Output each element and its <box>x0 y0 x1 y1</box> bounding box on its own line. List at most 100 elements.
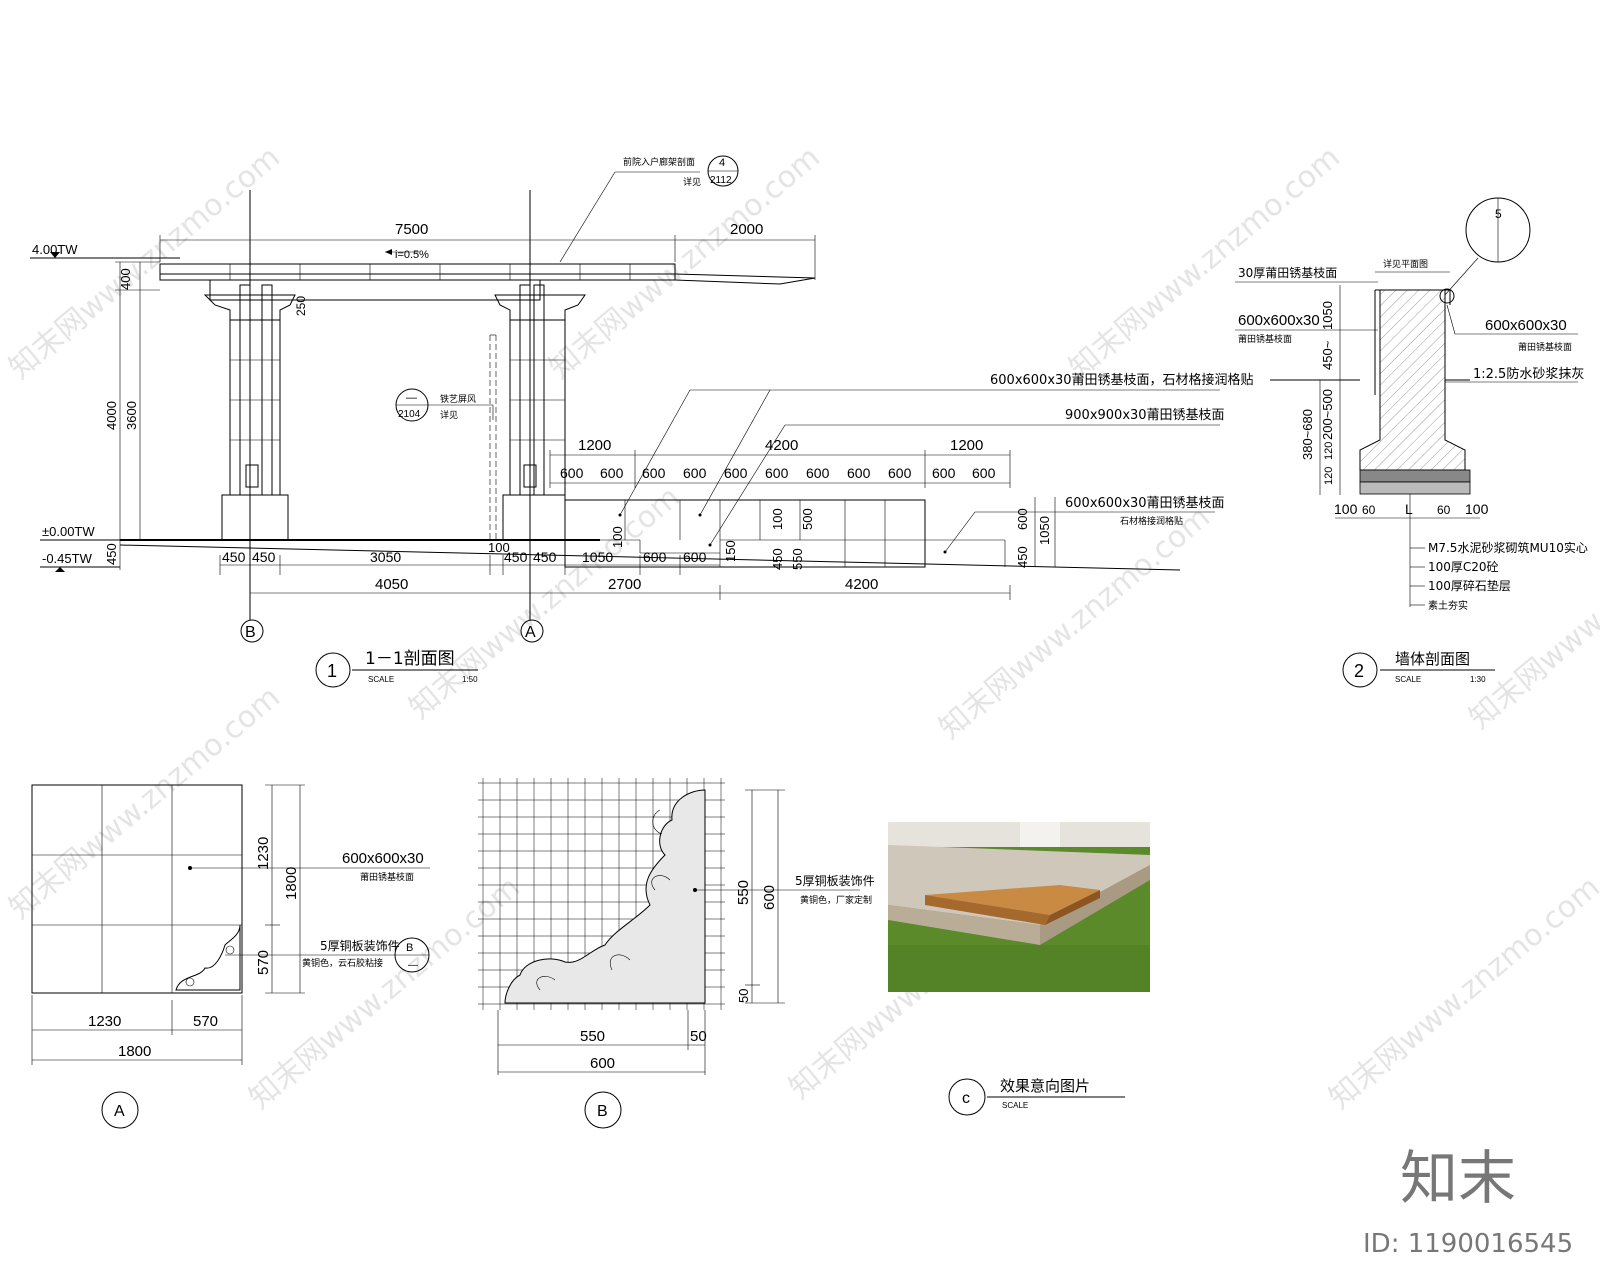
svg-text:600x600x30莆田锈基枝面: 600x600x30莆田锈基枝面 <box>1065 496 1225 511</box>
svg-text:600: 600 <box>847 465 871 481</box>
svg-text:4050: 4050 <box>375 576 408 593</box>
svg-text:-0.45TW: -0.45TW <box>42 551 93 566</box>
svg-text:B: B <box>245 624 256 641</box>
svg-text:450: 450 <box>533 549 557 565</box>
svg-text:600: 600 <box>643 549 667 565</box>
svg-text:2700: 2700 <box>608 576 641 593</box>
watermark: 知末网www.znzmo.com <box>933 500 1217 746</box>
ground-line-lower <box>119 544 1181 571</box>
axis-bubble-a: A <box>520 619 544 643</box>
svg-text:50: 50 <box>690 1028 707 1045</box>
svg-text:600x600x30: 600x600x30 <box>1238 312 1320 329</box>
svg-text:450: 450 <box>770 548 785 570</box>
svg-text:2: 2 <box>1354 661 1364 681</box>
section-1-1: 4.00TW ±0.00TW -0.45TW 400 4000 3600 450 <box>30 155 1254 688</box>
svg-text:600x600x30莆田锈基枝面，石材格接润格贴: 600x600x30莆田锈基枝面，石材格接润格贴 <box>990 372 1254 388</box>
svg-text:莆田锈基枝面: 莆田锈基枝面 <box>1518 341 1572 353</box>
svg-text:900x900x30莆田锈基枝面: 900x900x30莆田锈基枝面 <box>1065 408 1225 423</box>
svg-text:600: 600 <box>560 465 584 481</box>
watermark: 知末网www.znzmo.com <box>1063 140 1347 386</box>
svg-text:铁艺屏风: 铁艺屏风 <box>440 393 476 405</box>
top-dimensions: 7500 2000 <box>159 221 816 280</box>
svg-text:150: 150 <box>723 540 738 562</box>
svg-text:3600: 3600 <box>124 401 139 430</box>
wall-label-4: 1:2.5防水砂浆抹灰 <box>1445 366 1584 383</box>
svg-text:1: 1 <box>327 661 337 681</box>
svg-text:380~680: 380~680 <box>1300 409 1315 460</box>
svg-text:1800: 1800 <box>283 867 300 900</box>
svg-text:570: 570 <box>193 1013 218 1030</box>
steps-vertical-dims: 100 150 450 100 550 500 450 600 1050 <box>610 497 1056 570</box>
watermark: 知末网www.znzmo.com <box>403 480 687 726</box>
svg-text:1:2.5防水砂浆抹灰: 1:2.5防水砂浆抹灰 <box>1473 366 1584 382</box>
column-a <box>494 190 586 620</box>
svg-text:4200: 4200 <box>765 437 798 454</box>
section-1-title: 1 1－1剖面图 SCALE 1:50 <box>315 649 478 688</box>
level-marker-zero: ±0.00TW <box>40 524 120 541</box>
brand-id: ID: 1190016545 <box>1363 1229 1573 1259</box>
svg-text:A: A <box>525 624 536 641</box>
bottom-dimensions-row1: 450 450 3050 100 450 450 1050 600 600 <box>219 540 720 575</box>
svg-text:450: 450 <box>1015 546 1030 568</box>
svg-text:1:30: 1:30 <box>1470 675 1486 684</box>
svg-text:100: 100 <box>1334 501 1358 517</box>
svg-text:4000: 4000 <box>104 401 119 430</box>
level-marker-minus: -0.45TW <box>40 551 120 572</box>
svg-text:3050: 3050 <box>370 549 401 565</box>
svg-text:—: — <box>408 960 418 971</box>
svg-text:—: — <box>406 392 417 404</box>
svg-text:600: 600 <box>972 465 996 481</box>
callout-tiles-3: 900x900x30莆田锈基枝面 <box>708 408 1225 547</box>
callout-tiles-4: 600x600x30莆田锈基枝面 石材格接润格贴 <box>943 496 1225 554</box>
svg-text:500: 500 <box>800 508 815 530</box>
svg-text:600: 600 <box>806 465 830 481</box>
svg-text:M7.5水泥砂浆砌筑MU10实心: M7.5水泥砂浆砌筑MU10实心 <box>1428 540 1588 555</box>
wall-label-1: 30厚莆田锈基枝面 <box>1235 265 1378 283</box>
svg-text:100: 100 <box>488 540 510 555</box>
section-2-wall: 5 详见平面图 30厚莆田锈基枝面 600x600x30 莆田锈基枝面 600x… <box>1235 197 1588 688</box>
svg-text:1－1剖面图: 1－1剖面图 <box>365 649 455 669</box>
svg-text:4: 4 <box>719 157 725 169</box>
svg-text:7500: 7500 <box>395 221 428 238</box>
svg-text:100: 100 <box>770 508 785 530</box>
svg-text:550: 550 <box>735 880 752 905</box>
watermark: 知末网www.znzmo.com <box>543 140 827 386</box>
brand-logo: 知末 <box>1400 1144 1516 1212</box>
detail-c-title: c 效果意向图片 SCALE <box>948 1077 1125 1116</box>
pergola-beam: i=0.5% 250 <box>159 249 816 316</box>
svg-text:600: 600 <box>888 465 912 481</box>
svg-text:550: 550 <box>580 1028 605 1045</box>
svg-text:SCALE: SCALE <box>1395 675 1421 684</box>
svg-text:5厚铜板装饰件: 5厚铜板装饰件 <box>320 938 400 953</box>
svg-text:±0.00TW: ±0.00TW <box>42 524 95 539</box>
svg-text:600: 600 <box>600 465 624 481</box>
wall-horizontal-dims: 100 60 L 60 100 <box>1334 501 1489 519</box>
svg-text:450: 450 <box>252 549 276 565</box>
steps-section <box>564 499 1006 568</box>
svg-text:600x600x30: 600x600x30 <box>1485 317 1567 334</box>
svg-text:60: 60 <box>1437 503 1451 517</box>
svg-text:1050: 1050 <box>582 549 613 565</box>
svg-text:600: 600 <box>642 465 666 481</box>
svg-text:墙体剖面图: 墙体剖面图 <box>1395 650 1470 668</box>
svg-text:600x600x30: 600x600x30 <box>342 850 424 867</box>
svg-text:莆田锈基枝面: 莆田锈基枝面 <box>360 871 414 883</box>
svg-text:400: 400 <box>118 268 133 290</box>
vertical-dimensions: 400 4000 3600 450 <box>104 261 160 570</box>
svg-text:100: 100 <box>610 526 625 548</box>
detail-a: 1230 570 1800 1230 1800 570 600x600x30 莆… <box>31 784 430 1129</box>
svg-text:1800: 1800 <box>118 1043 151 1060</box>
svg-text:5厚铜板装饰件: 5厚铜板装饰件 <box>795 873 875 888</box>
svg-text:详见: 详见 <box>440 409 458 421</box>
steps-dimensions: 1200 4200 1200 600 600 600 600 600 600 6… <box>549 437 1011 488</box>
svg-text:50: 50 <box>736 989 751 1003</box>
svg-text:1230: 1230 <box>88 1013 121 1030</box>
svg-text:4200: 4200 <box>845 576 878 593</box>
svg-text:石材格接润格贴: 石材格接润格贴 <box>1120 515 1183 527</box>
svg-text:SCALE: SCALE <box>368 675 394 684</box>
detail-b: 550 50 600 550 600 50 5厚铜板装饰件 黄铜色，厂家定制 B <box>478 778 875 1129</box>
detail-c-render <box>888 822 1150 992</box>
svg-text:570: 570 <box>255 950 272 975</box>
svg-text:4.00TW: 4.00TW <box>32 242 78 257</box>
